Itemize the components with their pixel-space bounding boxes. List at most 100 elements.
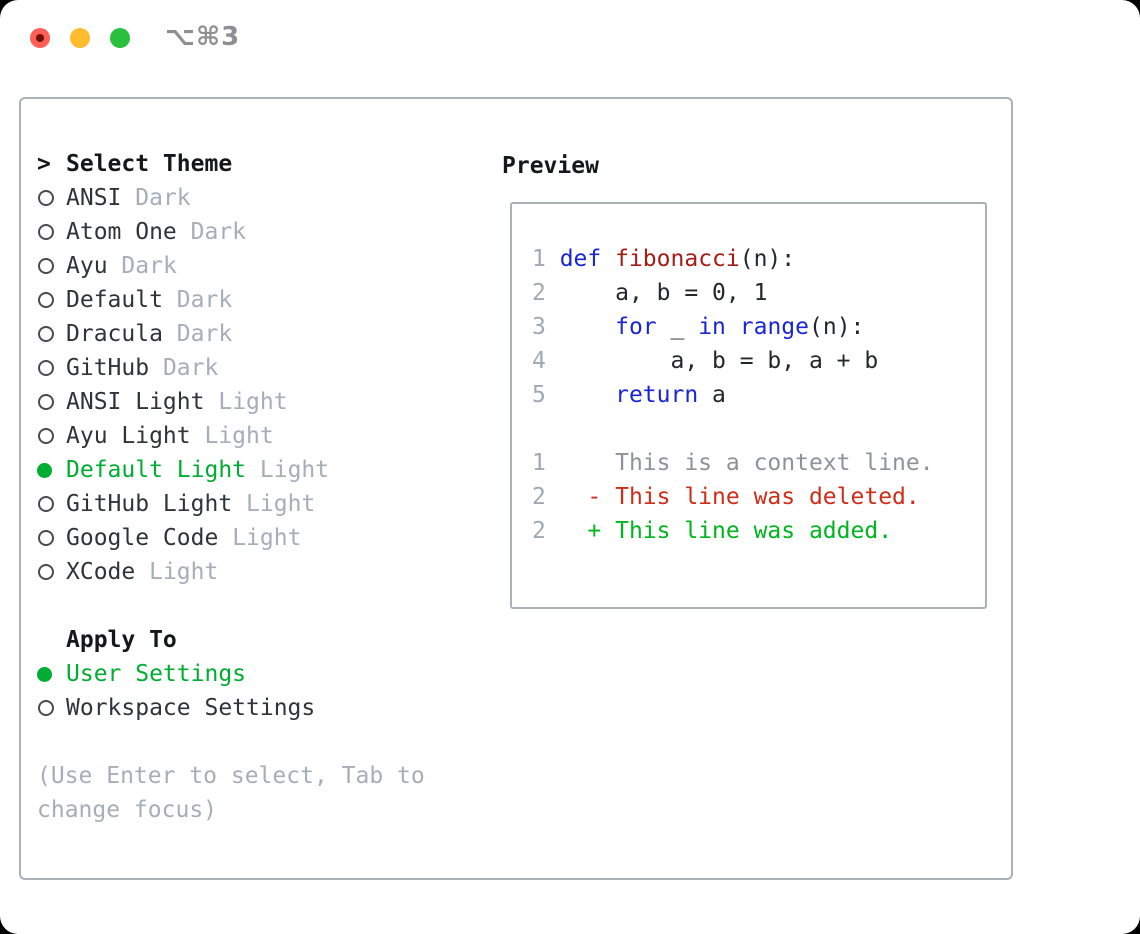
code-line: 5 return a xyxy=(532,382,726,408)
code-line xyxy=(532,412,985,446)
empty-circle-icon xyxy=(38,292,54,308)
option-variant-label: Dark xyxy=(176,287,233,313)
empty-circle-icon xyxy=(38,496,54,512)
code-line: 2 + This line was added. xyxy=(532,518,893,544)
theme-option[interactable]: ANSI Dark xyxy=(37,181,449,215)
option-label: Default xyxy=(66,287,163,313)
empty-circle-icon xyxy=(38,394,54,410)
theme-option[interactable]: XCode Light xyxy=(37,555,449,589)
preview-title: Preview xyxy=(502,153,599,179)
empty-circle-icon xyxy=(38,258,54,274)
theme-option[interactable]: Google Code Light xyxy=(37,521,449,555)
focus-caret-icon: > xyxy=(37,151,51,177)
line-number: 2 xyxy=(532,518,560,544)
option-variant-label: Dark xyxy=(135,185,191,211)
theme-option[interactable]: ANSI Light Light xyxy=(37,385,449,419)
option-label: Ayu xyxy=(66,253,108,279)
option-label: Default Light xyxy=(66,457,247,483)
radio-selected-icon xyxy=(37,666,66,682)
theme-option[interactable]: GitHub Light Light xyxy=(37,487,449,521)
window-title: ⌥⌘3 xyxy=(165,22,241,52)
apply-to-option[interactable]: User Settings xyxy=(37,657,449,691)
select-theme-header: > Select Theme xyxy=(37,147,449,181)
option-variant-label: Light xyxy=(204,423,274,449)
option-variant-label: Dark xyxy=(190,219,247,245)
option-label: Google Code xyxy=(66,525,219,551)
select-theme-title: Select Theme xyxy=(66,151,233,177)
option-variant-label: Light xyxy=(232,525,302,551)
radio-ring-icon xyxy=(37,224,66,240)
code-line: 2 - This line was deleted. xyxy=(532,484,920,510)
code-line: 4 a, b = b, a + b xyxy=(532,348,879,374)
radio-ring-icon xyxy=(37,258,66,274)
option-variant-label: Dark xyxy=(176,321,233,347)
empty-circle-icon xyxy=(38,360,54,376)
option-label: ANSI Light xyxy=(66,389,205,415)
option-label: XCode xyxy=(66,559,136,585)
theme-option[interactable]: Ayu Dark xyxy=(37,249,449,283)
radio-selected-icon xyxy=(37,462,66,478)
empty-circle-icon xyxy=(38,326,54,342)
filled-circle-icon xyxy=(37,666,52,682)
option-label: ANSI xyxy=(66,185,122,211)
theme-option[interactable]: Default Dark xyxy=(37,283,449,317)
radio-ring-icon xyxy=(37,700,66,716)
line-number: 5 xyxy=(532,382,560,408)
apply-to-option[interactable]: Workspace Settings xyxy=(37,691,449,725)
theme-option[interactable]: Default Light Light xyxy=(37,453,449,487)
empty-circle-icon xyxy=(38,700,54,716)
radio-ring-icon xyxy=(37,530,66,546)
zoom-button[interactable] xyxy=(110,28,130,48)
apply-to-header: Apply To xyxy=(37,623,449,657)
option-variant-label: Light xyxy=(259,457,330,483)
line-number: 2 xyxy=(532,280,560,306)
help-text: (Use Enter to select, Tab to change focu… xyxy=(37,763,425,823)
line-number: 1 xyxy=(532,450,560,476)
theme-option[interactable]: Atom One Dark xyxy=(37,215,449,249)
unsaved-changes-dot-icon xyxy=(36,34,44,42)
option-label: User Settings xyxy=(66,661,247,687)
theme-option[interactable]: Dracula Dark xyxy=(37,317,449,351)
close-button[interactable] xyxy=(30,28,50,48)
option-variant-label: Dark xyxy=(162,355,219,381)
radio-ring-icon xyxy=(37,428,66,444)
line-number: 1 xyxy=(532,246,560,272)
empty-circle-icon xyxy=(38,428,54,444)
option-label: GitHub Light xyxy=(66,491,233,517)
radio-ring-icon xyxy=(37,292,66,308)
radio-ring-icon xyxy=(37,564,66,580)
option-label: Dracula xyxy=(66,321,163,347)
empty-circle-icon xyxy=(38,224,54,240)
line-number: 4 xyxy=(532,348,560,374)
theme-option[interactable]: GitHub Dark xyxy=(37,351,449,385)
radio-ring-icon xyxy=(37,190,66,206)
radio-ring-icon xyxy=(37,394,66,410)
radio-ring-icon xyxy=(37,496,66,512)
filled-circle-icon xyxy=(37,462,52,478)
radio-ring-icon xyxy=(37,360,66,376)
option-label: GitHub xyxy=(66,355,150,381)
option-variant-label: Light xyxy=(218,389,288,415)
apply-to-title: Apply To xyxy=(66,627,177,653)
option-variant-label: Dark xyxy=(121,253,177,279)
code-line: 2 a, b = 0, 1 xyxy=(532,280,768,306)
empty-circle-icon xyxy=(38,564,54,580)
line-number: 3 xyxy=(532,314,560,340)
option-variant-label: Light xyxy=(246,491,316,517)
empty-circle-icon xyxy=(38,190,54,206)
line-number: 2 xyxy=(532,484,560,510)
option-label: Ayu Light xyxy=(66,423,191,449)
line-number xyxy=(532,416,546,442)
minimize-button[interactable] xyxy=(70,28,90,48)
code-line: 3 for _ in range(n): xyxy=(532,314,865,340)
theme-option[interactable]: Ayu Light Light xyxy=(37,419,449,453)
option-label: Workspace Settings xyxy=(66,695,316,721)
empty-circle-icon xyxy=(38,530,54,546)
